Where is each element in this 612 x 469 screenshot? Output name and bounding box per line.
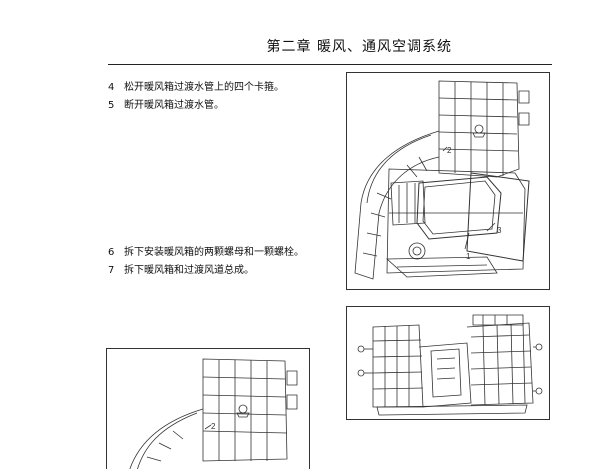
step-6: 6 拆下安装暖风箱的两颗螺母和一颗螺栓。	[108, 243, 304, 258]
duct-illustration: 2	[107, 349, 309, 469]
figure-heater-box-top: 1 2 3	[346, 72, 550, 290]
heater-box-illustration: 1 2 3	[347, 73, 549, 289]
step-text: 拆下安装暖风箱的两颗螺母和一颗螺栓。	[124, 247, 304, 258]
step-number: 5	[108, 100, 115, 111]
step-number: 6	[108, 247, 115, 258]
step-text: 松开暖风箱过渡水管上的四个卡箍。	[124, 82, 284, 93]
header-rule	[108, 64, 552, 65]
step-number: 4	[108, 82, 115, 93]
figure-duct-bottom: 2	[106, 348, 310, 469]
figure-heater-box-side	[346, 306, 550, 420]
callout-3: 3	[497, 226, 502, 235]
callout-2: 2	[447, 146, 452, 155]
chapter-header: 第二章 暖风、通风空调系统	[266, 39, 452, 55]
step-5: 5 断开暖风箱过渡水管。	[108, 96, 224, 111]
step-4: 4 松开暖风箱过渡水管上的四个卡箍。	[108, 78, 284, 93]
callout-1: 1	[466, 252, 471, 261]
step-number: 7	[108, 265, 115, 276]
step-text: 拆下暖风箱和过渡风道总成。	[124, 265, 254, 276]
callout-2: 2	[211, 422, 216, 431]
heater-box-side-illustration	[347, 307, 549, 419]
step-text: 断开暖风箱过渡水管。	[124, 100, 224, 111]
step-7: 7 拆下暖风箱和过渡风道总成。	[108, 261, 254, 276]
